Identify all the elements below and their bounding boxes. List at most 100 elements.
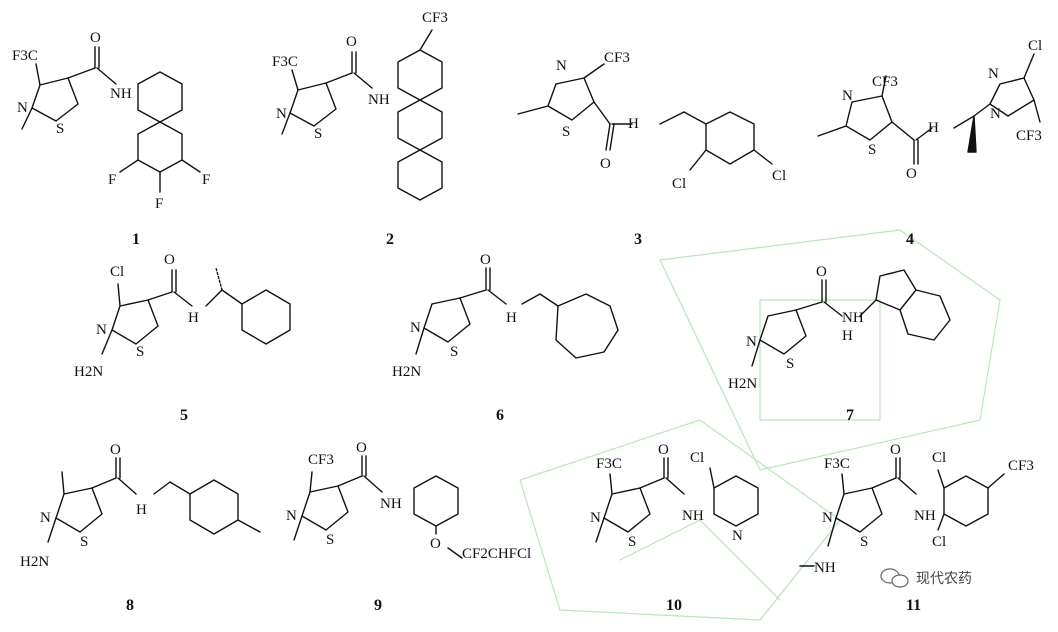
label-o: O xyxy=(658,442,669,458)
label-n: N xyxy=(988,66,999,82)
label-o: O xyxy=(356,440,367,456)
label-s: S xyxy=(562,124,570,140)
label-nh: NH xyxy=(842,310,864,326)
compound-number: 7 xyxy=(846,407,854,424)
label-h2n: H2N xyxy=(392,364,421,380)
label-o: O xyxy=(816,264,827,280)
label-cf2chfcl: CF2CHFCl xyxy=(462,546,531,562)
label-s: S xyxy=(314,126,322,142)
label-cl: Cl xyxy=(1028,38,1042,54)
label-n: N xyxy=(822,510,833,526)
label-cl: Cl xyxy=(690,450,704,466)
label-h2n: H2N xyxy=(728,376,757,392)
label-cf3: F3C xyxy=(596,456,622,472)
compound-7: N S H2N O NH H 7 xyxy=(728,264,951,424)
label-nh: NH xyxy=(914,508,936,524)
compound-number: 9 xyxy=(374,597,382,614)
compound-5: Cl N S H2N O H 5 xyxy=(74,252,291,424)
label-cf3: CF3 xyxy=(872,74,898,90)
label-cf3: CF3 xyxy=(1016,128,1042,144)
label-n: N xyxy=(286,508,297,524)
label-s: S xyxy=(56,121,64,137)
label-cf3: CF3 xyxy=(308,452,334,468)
compound-10: F3C N S O NH Cl N 10 xyxy=(590,442,759,614)
label-s: S xyxy=(136,344,144,360)
compound-number: 2 xyxy=(386,231,394,248)
label-cf3: CF3 xyxy=(604,50,630,66)
compound-number: 4 xyxy=(906,231,914,248)
label-nh: NH xyxy=(380,496,402,512)
label-cf3: F3C xyxy=(12,48,38,64)
label-s: S xyxy=(326,532,334,548)
compound-8: N S H2N O H 8 xyxy=(20,442,261,614)
label-n: N xyxy=(96,322,107,338)
label-cl: Cl xyxy=(932,534,946,550)
label-n: N xyxy=(746,334,757,350)
label-o: O xyxy=(90,30,101,46)
compound-2: F3C N S O NH CF3 2 xyxy=(272,10,448,248)
compound-number: 10 xyxy=(666,597,682,614)
compound-number: 1 xyxy=(132,231,140,248)
label-s: S xyxy=(80,534,88,550)
watermark-text: 现代农药 xyxy=(916,571,972,587)
label-nh: NH xyxy=(814,560,836,576)
compound-3: N CF3 S O H Cl Cl 3 xyxy=(517,50,786,248)
label-f: F xyxy=(155,196,163,212)
label-cf3: F3C xyxy=(824,456,850,472)
label-o: O xyxy=(346,34,357,50)
label-o: O xyxy=(164,252,175,268)
label-nh: H xyxy=(188,310,199,326)
label-nh: NH xyxy=(368,92,390,108)
compound-9: CF3 N S O NH O CF2CHFCl 9 xyxy=(286,440,531,614)
compound-number: 6 xyxy=(496,407,504,424)
label-n: N xyxy=(276,106,287,122)
label-f: F xyxy=(202,172,210,188)
label-o: O xyxy=(906,166,917,182)
label-h2n: H2N xyxy=(20,554,49,570)
compound-11: F3C N S NH O NH Cl Cl CF3 11 xyxy=(799,442,1034,614)
label-nh: H xyxy=(842,328,853,344)
compound-6: N S H2N O H 6 xyxy=(392,252,619,424)
label-n: N xyxy=(410,320,421,336)
label-n: N xyxy=(590,510,601,526)
label-cl: Cl xyxy=(772,168,786,184)
label-n: N xyxy=(17,100,28,116)
label-o: O xyxy=(600,156,611,172)
label-s: S xyxy=(786,356,794,372)
label-cf3: F3C xyxy=(272,54,298,70)
label-s: S xyxy=(628,534,636,550)
compound-number: 11 xyxy=(906,597,921,614)
label-nh: H xyxy=(628,116,639,132)
label-n: N xyxy=(842,88,853,104)
label-cf3: CF3 xyxy=(422,10,448,26)
label-f: F xyxy=(108,172,116,188)
label-cf3: CF3 xyxy=(1008,458,1034,474)
compound-number: 8 xyxy=(126,597,134,614)
label-s: S xyxy=(860,534,868,550)
label-nh: NH xyxy=(682,508,704,524)
label-h2n: H2N xyxy=(74,364,103,380)
label-nh: NH xyxy=(110,86,132,102)
background-watermark xyxy=(519,229,1001,621)
label-n: N xyxy=(40,510,51,526)
label-s: S xyxy=(868,142,876,158)
compound-4: CF3 N S O H N N Cl CF3 4 xyxy=(817,38,1042,248)
label-cl: Cl xyxy=(672,176,686,192)
compound-number: 5 xyxy=(180,407,188,424)
label-o: O xyxy=(890,442,901,458)
label-cl: Cl xyxy=(932,450,946,466)
compound-number: 3 xyxy=(634,231,642,248)
label-n: N xyxy=(732,528,743,544)
label-cl: Cl xyxy=(110,264,124,280)
label-o: O xyxy=(110,442,121,458)
watermark: 现代农药 xyxy=(880,568,972,588)
label-s: S xyxy=(450,344,458,360)
label-nh: H xyxy=(136,502,147,518)
wechat-icon xyxy=(880,568,909,588)
label-nh: H xyxy=(506,310,517,326)
label-o: O xyxy=(480,252,491,268)
label-nh: H xyxy=(928,120,939,136)
label-o: O xyxy=(430,536,441,552)
